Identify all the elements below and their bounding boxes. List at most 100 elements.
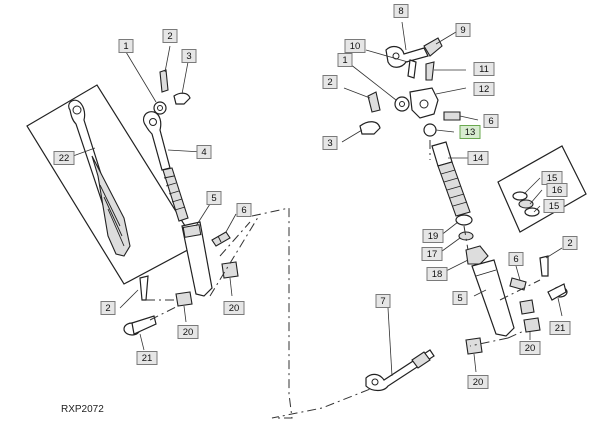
pin-left-bottom: [139, 275, 149, 301]
callout-box: [118, 39, 134, 53]
callout-right-6-top[interactable]: 6: [483, 114, 499, 128]
plate-9: [423, 31, 457, 57]
ring-13: [423, 123, 437, 137]
callout-left-22[interactable]: 22: [53, 151, 75, 165]
callout-left-4[interactable]: 4: [196, 145, 212, 159]
housing-right: [471, 259, 515, 337]
bolt-right-bottom: [509, 265, 527, 291]
callout-right-6-bottom[interactable]: 6: [508, 252, 524, 266]
callout-box: [322, 136, 338, 150]
callout-right-9[interactable]: 9: [455, 23, 471, 37]
callout-label: 5: [211, 193, 216, 204]
callout-right-20-b[interactable]: 20: [467, 375, 489, 389]
callout-box: [467, 375, 489, 389]
callout-right-14[interactable]: 14: [467, 151, 489, 165]
guide-line: [251, 207, 389, 419]
clip-left-top: [173, 92, 191, 105]
callout-right-3[interactable]: 3: [322, 136, 338, 150]
callout-left-3[interactable]: 3: [181, 49, 197, 63]
callout-right-2-bottom[interactable]: 2: [562, 236, 578, 250]
callout-box: [53, 151, 75, 165]
callout-box: [562, 236, 578, 250]
callout-label: 10: [350, 41, 361, 52]
callout-box: [519, 341, 541, 355]
callout-left-1[interactable]: 1: [118, 39, 134, 53]
callout-box: [543, 199, 565, 213]
callout-label: 15: [549, 201, 560, 212]
callout-label: 19: [428, 231, 439, 242]
washer-17: [458, 231, 474, 241]
callout-left-5[interactable]: 5: [206, 191, 222, 205]
callout-label: 3: [327, 138, 332, 149]
callout-right-7[interactable]: 7: [375, 294, 391, 308]
callout-left-6[interactable]: 6: [236, 203, 252, 217]
callout-right-15-b[interactable]: 15: [543, 199, 565, 213]
callout-left-2-top[interactable]: 2: [162, 29, 178, 43]
pin-21-left: [123, 315, 157, 351]
callout-box: [177, 325, 199, 339]
callout-right-17[interactable]: 17: [421, 247, 443, 261]
callout-box: [162, 29, 178, 43]
top-link-rod: [142, 111, 203, 222]
callout-box: [344, 39, 366, 53]
pin-right-top: [367, 91, 381, 113]
callout-label: 18: [432, 269, 443, 280]
callout-right-15-a[interactable]: 15: [541, 171, 563, 185]
callout-right-19[interactable]: 19: [422, 229, 444, 243]
callout-box: [206, 191, 222, 205]
callout-box: [483, 114, 499, 128]
callout-right-11[interactable]: 11: [473, 62, 495, 76]
callout-box: [337, 53, 353, 67]
callout-right-16[interactable]: 16: [546, 183, 568, 197]
plate-right-a: [523, 317, 541, 333]
callout-label: 21: [555, 323, 566, 334]
right-assembly: [341, 21, 587, 392]
callout-label: 2: [327, 77, 332, 88]
callout-right-21[interactable]: 21: [549, 321, 571, 335]
callout-label: 20: [473, 377, 484, 388]
callout-right-12[interactable]: 12: [473, 82, 495, 96]
callout-right-2-top[interactable]: 2: [322, 75, 338, 89]
housing-left: [181, 203, 213, 297]
callout-right-20-a[interactable]: 20: [519, 341, 541, 355]
callout-right-10[interactable]: 10: [344, 39, 366, 53]
callout-label: 17: [427, 249, 438, 260]
callout-box: [459, 125, 481, 139]
callout-box: [181, 49, 197, 63]
callout-label: 22: [59, 153, 70, 164]
clip-right: [359, 121, 381, 135]
inset-frame-part-22: [26, 84, 198, 285]
callout-left-20-a[interactable]: 20: [177, 325, 199, 339]
pin-right-bottom: [539, 255, 549, 277]
callout-right-5[interactable]: 5: [452, 291, 468, 305]
callout-right-8[interactable]: 8: [393, 4, 409, 18]
callout-right-13[interactable]: 13: [459, 125, 481, 139]
plate-right-upper: [519, 299, 535, 315]
nut-18: [443, 245, 489, 273]
callout-box: [452, 291, 468, 305]
left-assembly: [26, 45, 261, 351]
callout-label: 6: [241, 205, 246, 216]
callout-right-18[interactable]: 18: [426, 267, 448, 281]
turnbuckle-7: [365, 307, 435, 392]
callout-box: [508, 252, 524, 266]
callout-label: 2: [105, 303, 110, 314]
callout-box: [467, 151, 489, 165]
callout-label: 21: [142, 353, 153, 364]
callout-label: 11: [479, 64, 489, 75]
callout-box: [426, 267, 448, 281]
callout-left-20-b[interactable]: 20: [223, 301, 245, 315]
callout-box: [421, 247, 443, 261]
callout-box: [393, 4, 409, 18]
callout-label: 20: [229, 303, 240, 314]
washer-19: [455, 214, 473, 226]
callout-right-1[interactable]: 1: [337, 53, 353, 67]
callout-left-21[interactable]: 21: [136, 351, 158, 365]
callout-box: [549, 321, 571, 335]
bolt-left: [211, 213, 237, 247]
callout-label: 16: [552, 185, 563, 196]
callout-label: 2: [567, 238, 572, 249]
callout-left-2-bottom[interactable]: 2: [100, 301, 116, 315]
